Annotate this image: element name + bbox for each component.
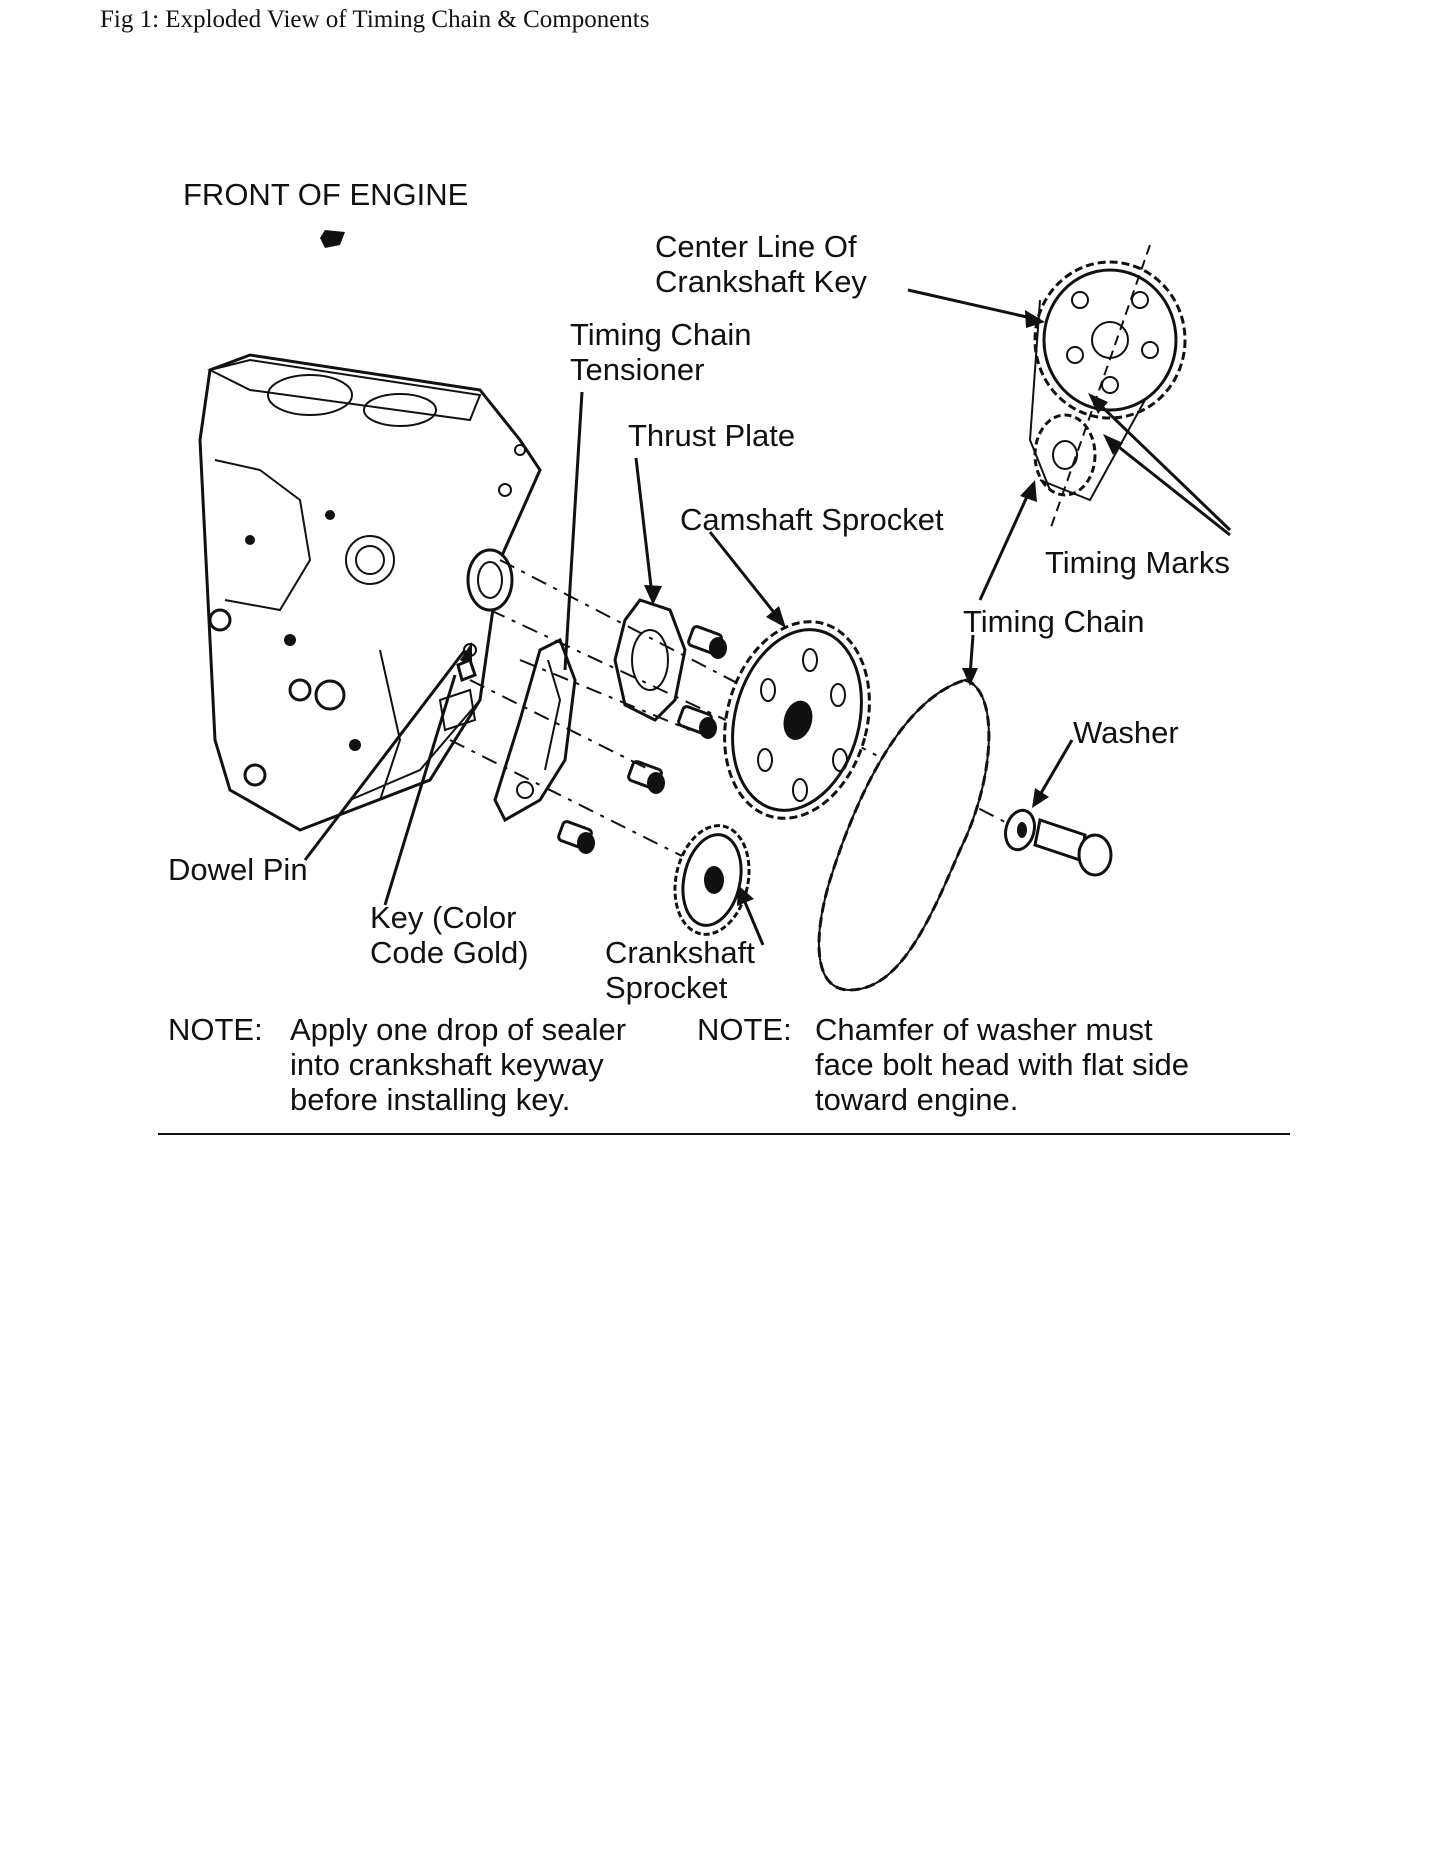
thrust-plate-label: Thrust Plate <box>628 418 795 453</box>
note-right-line1: Chamfer of washer must <box>815 1012 1153 1047</box>
key-label-line2: Code Gold) <box>370 935 529 970</box>
center-line-label-line2: Crankshaft Key <box>655 264 867 299</box>
bolt-1 <box>687 625 727 659</box>
washer-label: Washer <box>1073 715 1179 750</box>
note-right-prefix: NOTE: <box>697 1012 792 1047</box>
camshaft-sprocket-label: Camshaft Sprocket <box>680 502 944 537</box>
center-line-label-line1: Center Line Of <box>655 229 857 264</box>
note-right-line2: face bolt head with flat side <box>815 1047 1189 1082</box>
leader-lines <box>303 288 1232 946</box>
note-left-line2: into crankshaft keyway <box>290 1047 604 1082</box>
crank-sprocket-label-line1: Crankshaft <box>605 935 755 970</box>
note-right: NOTE: Chamfer of washer must face bolt h… <box>697 1012 1189 1117</box>
tensioner-label-line1: Timing Chain <box>570 317 751 352</box>
front-arrow-icon <box>320 230 345 248</box>
crankshaft-sprocket <box>673 824 751 936</box>
timing-marks-inset <box>1028 244 1187 531</box>
front-of-engine-marker: FRONT OF ENGINE <box>183 177 468 248</box>
key-label-line1: Key (Color <box>370 900 516 935</box>
front-of-engine-label: FRONT OF ENGINE <box>183 177 468 212</box>
thrust-plate <box>613 598 687 722</box>
camshaft-sprocket <box>723 620 871 820</box>
dowel-pin-label: Dowel Pin <box>168 852 308 887</box>
note-left-prefix: NOTE: <box>168 1012 263 1047</box>
washer <box>1004 808 1036 852</box>
note-left: NOTE: Apply one drop of sealer into cran… <box>168 1012 626 1117</box>
note-left-line3: before installing key. <box>290 1082 570 1117</box>
timing-marks-label: Timing Marks <box>1045 545 1230 580</box>
timing-chain-tensioner <box>493 637 577 823</box>
bolts <box>557 625 1113 877</box>
timing-chain-label: Timing Chain <box>963 604 1144 639</box>
bolt-4 <box>557 820 595 854</box>
note-right-line3: toward engine. <box>815 1082 1018 1117</box>
timing-chain <box>817 678 991 992</box>
note-left-line1: Apply one drop of sealer <box>290 1012 626 1047</box>
bolt-3 <box>627 760 665 794</box>
crank-sprocket-label-line2: Sprocket <box>605 970 728 1005</box>
part-labels: Center Line Of Crankshaft Key Timing Cha… <box>168 229 1230 1005</box>
bolt-cam <box>1033 818 1113 877</box>
tensioner-label-line2: Tensioner <box>570 352 704 387</box>
figure-caption: Fig 1: Exploded View of Timing Chain & C… <box>100 6 650 33</box>
bolt-2 <box>677 705 717 739</box>
